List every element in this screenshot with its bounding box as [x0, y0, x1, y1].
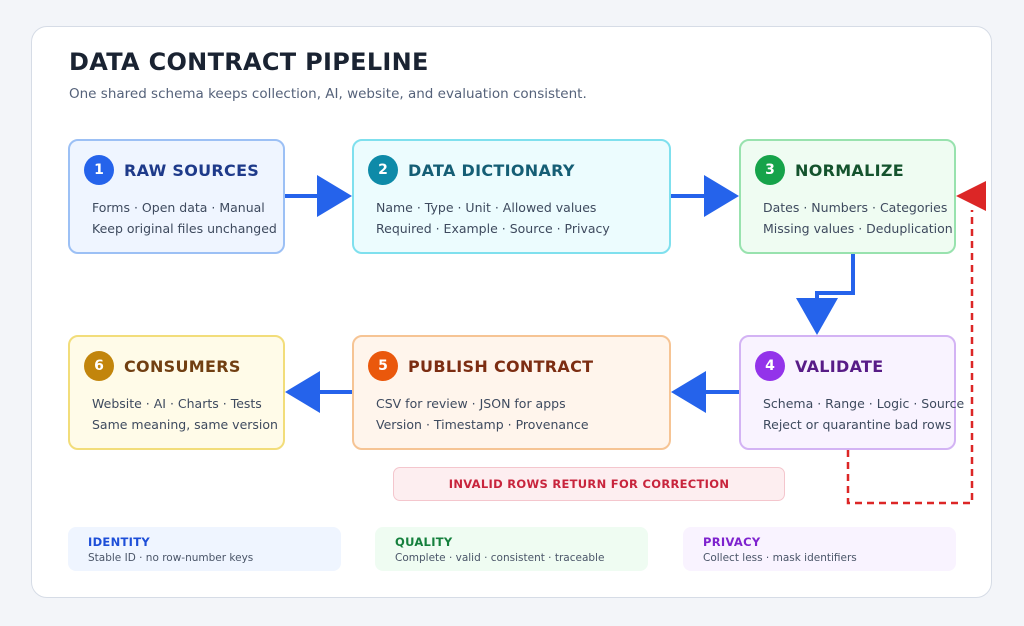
arrow-4-to-5	[671, 371, 739, 413]
step-detail: Reject or quarantine bad rows	[763, 417, 952, 432]
step-detail: CSV for review · JSON for apps	[376, 396, 566, 411]
principle-privacy: PRIVACY Collect less · mask identifiers	[683, 527, 956, 571]
principle-desc: Collect less · mask identifiers	[703, 552, 857, 564]
principle-quality: QUALITY Complete · valid · consistent · …	[375, 527, 648, 571]
step-detail: Required · Example · Source · Privacy	[376, 221, 610, 236]
step-number-badge: 3	[755, 155, 785, 185]
step-number-badge: 2	[368, 155, 398, 185]
principle-desc: Stable ID · no row-number keys	[88, 552, 254, 564]
principle-identity: IDENTITY Stable ID · no row-number keys	[68, 527, 341, 571]
diagram-card	[31, 26, 992, 598]
step-validate: 4 VALIDATE Schema · Range · Logic · Sour…	[739, 335, 964, 450]
arrow-3-to-4	[796, 254, 855, 335]
step-title: VALIDATE	[795, 357, 884, 376]
feedback-note: INVALID ROWS RETURN FOR CORRECTION	[393, 467, 785, 501]
principle-title: IDENTITY	[88, 535, 150, 549]
step-detail: Missing values · Deduplication	[763, 221, 953, 236]
step-title: CONSUMERS	[124, 357, 241, 376]
feedback-loop-arrow	[846, 181, 986, 505]
principle-title: PRIVACY	[703, 535, 761, 549]
step-number-badge: 6	[84, 351, 114, 381]
step-consumers: 6 CONSUMERS Website · AI · Charts · Test…	[68, 335, 285, 450]
step-raw-sources: 1 RAW SOURCES Forms · Open data · Manual…	[68, 139, 285, 254]
step-title: PUBLISH CONTRACT	[408, 357, 594, 376]
step-detail: Forms · Open data · Manual	[92, 200, 265, 215]
principle-title: QUALITY	[395, 535, 453, 549]
page-subtitle: One shared schema keeps collection, AI, …	[69, 86, 587, 102]
step-detail: Same meaning, same version	[92, 417, 278, 432]
step-publish-contract: 5 PUBLISH CONTRACT CSV for review · JSON…	[352, 335, 671, 450]
step-number-badge: 4	[755, 351, 785, 381]
step-detail: Keep original files unchanged	[92, 221, 277, 236]
arrow-1-to-2	[285, 175, 352, 217]
step-detail: Dates · Numbers · Categories	[763, 200, 948, 215]
step-title: DATA DICTIONARY	[408, 161, 575, 180]
step-title: NORMALIZE	[795, 161, 904, 180]
principle-desc: Complete · valid · consistent · traceabl…	[395, 552, 605, 564]
step-normalize: 3 NORMALIZE Dates · Numbers · Categories…	[739, 139, 956, 254]
step-number-badge: 5	[368, 351, 398, 381]
step-detail: Website · AI · Charts · Tests	[92, 396, 262, 411]
step-data-dictionary: 2 DATA DICTIONARY Name · Type · Unit · A…	[352, 139, 671, 254]
step-title: RAW SOURCES	[124, 161, 260, 180]
arrow-5-to-6	[285, 371, 352, 413]
step-detail: Name · Type · Unit · Allowed values	[376, 200, 597, 215]
step-detail: Version · Timestamp · Provenance	[376, 417, 589, 432]
arrow-2-to-3	[671, 175, 739, 217]
step-detail: Schema · Range · Logic · Source	[763, 396, 965, 411]
step-number-badge: 1	[84, 155, 114, 185]
page-title: DATA CONTRACT PIPELINE	[69, 48, 429, 76]
